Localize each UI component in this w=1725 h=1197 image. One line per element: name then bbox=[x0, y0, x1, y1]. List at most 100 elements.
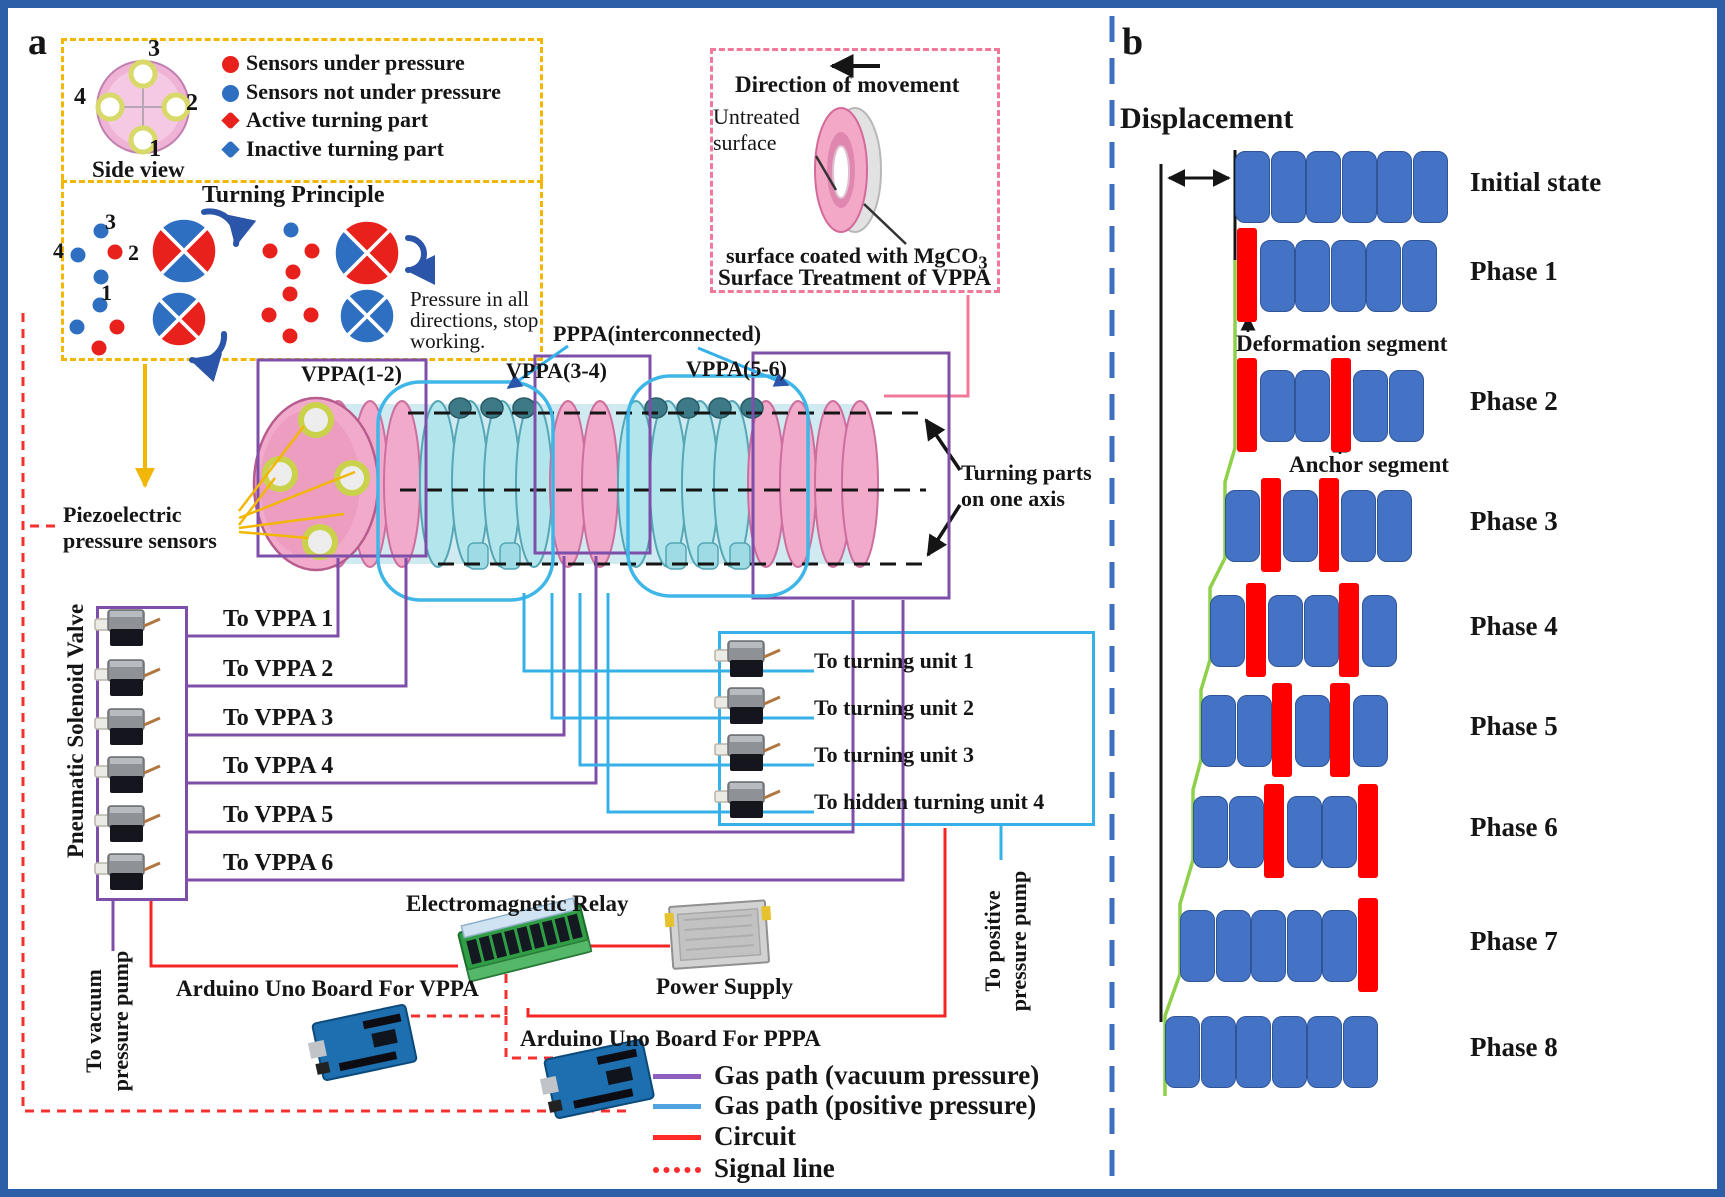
phase-label: Phase 1 bbox=[1470, 256, 1558, 286]
body-segment bbox=[1303, 595, 1339, 667]
body-segment bbox=[1286, 910, 1322, 982]
arduino-board-vppa bbox=[307, 1003, 418, 1081]
line-legend-label: Gas path (positive pressure) bbox=[714, 1090, 1037, 1120]
deformed-segment bbox=[1357, 784, 1378, 878]
deformed-segment bbox=[1357, 898, 1378, 992]
line-legend-label: Gas path (vacuum pressure) bbox=[714, 1060, 1040, 1090]
side-view-caption: Side view bbox=[92, 157, 185, 182]
body-segment bbox=[1251, 910, 1286, 982]
turning-parts-line1: Turning parts bbox=[961, 460, 1092, 485]
vppa-output-label: To VPPA 1 bbox=[223, 606, 334, 632]
direction-of-movement-label: Direction of movement bbox=[735, 72, 960, 97]
line-legend-label: Circuit bbox=[714, 1121, 796, 1151]
phase-label: Phase 8 bbox=[1470, 1032, 1558, 1062]
body-segment bbox=[1225, 490, 1260, 562]
legend-marker-dot bbox=[222, 85, 239, 102]
vppa34-label: VPPA(3-4) bbox=[506, 358, 607, 383]
body-segment bbox=[1215, 910, 1251, 982]
body-segment bbox=[1306, 151, 1341, 223]
displacement-title: Displacement bbox=[1120, 102, 1294, 135]
phase-label: Phase 2 bbox=[1470, 386, 1558, 416]
vppa12-label: VPPA(1-2) bbox=[301, 361, 402, 386]
body-segment bbox=[1270, 151, 1306, 223]
body-segment bbox=[1342, 1016, 1378, 1088]
relay-label: Electromagnetic Relay bbox=[406, 891, 629, 916]
coated-surface-text: surface coated with MgCO bbox=[726, 243, 979, 268]
body-segment bbox=[1286, 796, 1322, 868]
legend-marker-dot bbox=[222, 56, 239, 73]
body-segment bbox=[1295, 240, 1330, 312]
deformed-segment bbox=[1318, 478, 1339, 572]
tp-number-4: 4 bbox=[53, 238, 64, 263]
vppa-donut bbox=[814, 107, 907, 245]
body-segment bbox=[1294, 695, 1330, 767]
body-segment bbox=[1235, 151, 1270, 223]
surface-treatment-pointer-line bbox=[884, 295, 970, 398]
deformed-segment bbox=[1237, 228, 1257, 322]
turning-axis-dashed-lines bbox=[400, 411, 926, 566]
coated-surface-label: surface coated with MgCO3 bbox=[726, 243, 988, 273]
body-segment bbox=[1210, 595, 1245, 667]
vppa-output-label: To VPPA 4 bbox=[223, 753, 334, 779]
legend-dashed-divider bbox=[61, 180, 543, 183]
surface-treatment-title: Surface Treatment of VPPA bbox=[718, 265, 992, 290]
body-segment bbox=[1352, 695, 1388, 767]
actuator-front-disc bbox=[252, 396, 380, 572]
phase-label: Phase 5 bbox=[1470, 711, 1558, 741]
tp-note-line3: working. bbox=[410, 329, 486, 353]
line-legend-sample bbox=[653, 1135, 701, 1140]
positive-pump-line2: pressure pump bbox=[1006, 870, 1031, 1012]
pppa-pointer-lines bbox=[506, 344, 790, 390]
tp-number-1: 1 bbox=[101, 280, 112, 305]
body-segment bbox=[1193, 796, 1228, 868]
phase-label: Initial state bbox=[1470, 167, 1602, 197]
surface-treatment-dashed-box bbox=[710, 48, 1000, 293]
body-segment bbox=[1165, 1016, 1200, 1088]
side-view-number-2: 2 bbox=[186, 90, 198, 116]
deformed-segment bbox=[1330, 683, 1350, 777]
tp-number-2: 2 bbox=[128, 240, 139, 265]
body-segment bbox=[1322, 910, 1357, 982]
deformed-segment bbox=[1245, 583, 1266, 677]
panel-b-label: b bbox=[1122, 21, 1144, 63]
body-segment bbox=[1361, 595, 1397, 667]
turning-output-label: To turning unit 3 bbox=[814, 742, 974, 767]
vppa-output-label: To VPPA 5 bbox=[223, 802, 334, 828]
legend-item-label: Sensors under pressure bbox=[246, 50, 465, 75]
body-segment bbox=[1236, 1016, 1271, 1088]
diagram-drawing bbox=[21, 16, 1348, 1189]
legend-item-label: Sensors not under pressure bbox=[246, 79, 501, 104]
body-segment bbox=[1228, 796, 1264, 868]
sensor-pointer-lines bbox=[238, 425, 356, 540]
arduino-vppa-label: Arduino Uno Board For VPPA bbox=[176, 976, 479, 1001]
body-segment bbox=[1259, 240, 1295, 312]
body-segment bbox=[1271, 1016, 1307, 1088]
solenoid-valve-box bbox=[96, 606, 188, 901]
vacuum-pump-line2: pressure pump bbox=[108, 950, 133, 1092]
body-segment bbox=[1341, 490, 1376, 562]
anchor-segment-label: Anchor segment bbox=[1289, 452, 1449, 477]
arduino-board-pppa bbox=[539, 1038, 655, 1119]
body-segment bbox=[1376, 490, 1412, 562]
side-view-number-1: 1 bbox=[149, 136, 161, 162]
deformation-segment-label: Deformation segment bbox=[1236, 331, 1448, 356]
legend-item-label: Active turning part bbox=[246, 107, 429, 132]
untreated-surface-line2: surface bbox=[713, 130, 777, 155]
side-view-number-4: 4 bbox=[74, 84, 86, 110]
tp-number-3: 3 bbox=[105, 209, 116, 234]
power-supply-unit bbox=[664, 899, 772, 970]
body-segment bbox=[1388, 370, 1424, 442]
solenoid-valve-title: Pneumatic Solenoid Valve bbox=[63, 603, 88, 859]
panel-a-label: a bbox=[28, 21, 47, 63]
piezo-sensors-line2: pressure sensors bbox=[63, 528, 217, 553]
legend-item-label: Inactive turning part bbox=[246, 136, 444, 161]
phase-label: Phase 6 bbox=[1470, 812, 1558, 842]
turning-principle-diagrams bbox=[69, 208, 436, 383]
turning-parts-pointer-arrows bbox=[924, 418, 962, 557]
turning-output-label: To hidden turning unit 4 bbox=[814, 789, 1045, 814]
vppa56-label: VPPA(5-6) bbox=[686, 356, 787, 381]
side-view-number-3: 3 bbox=[148, 36, 160, 62]
deformed-segment bbox=[1260, 478, 1281, 572]
vacuum-gas-path-lines bbox=[111, 556, 905, 951]
